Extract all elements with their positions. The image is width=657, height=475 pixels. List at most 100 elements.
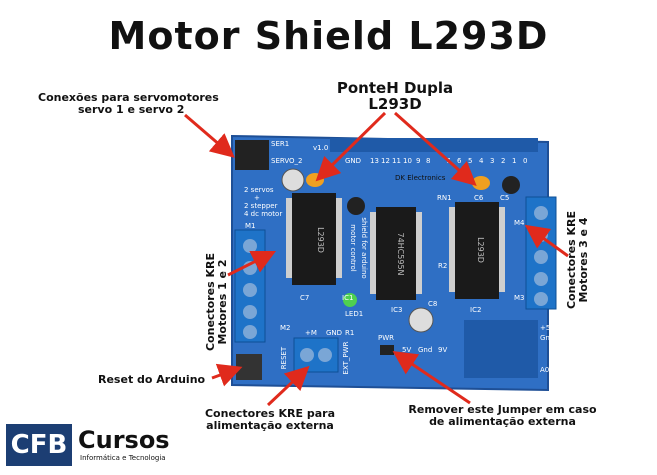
label-dk: DK Electronics (395, 174, 446, 182)
arrow-motors34 (524, 224, 569, 258)
kre-terminal-m3-m4 (525, 196, 557, 310)
chip-ic2 (455, 202, 499, 299)
chip-label-2: 74HC595N (396, 232, 405, 275)
label-ext-pwr: EXT_PWR (342, 341, 350, 374)
brand-name: Cursos (78, 426, 170, 454)
pin-11: 11 (392, 157, 401, 165)
label-rn1: RN1 (437, 194, 452, 202)
label-mode-4: 4 dc motor (244, 210, 282, 218)
label-gnd3: Gnd (540, 334, 554, 342)
label-led1: LED1 (345, 310, 363, 318)
arrow-jumper (392, 350, 471, 405)
analog-header (464, 320, 538, 378)
label-plus-m: +M (305, 329, 317, 337)
label-c7: C7 (300, 294, 309, 302)
arrows (184, 111, 569, 407)
annotation-servo-line1: Conexões para servomotores (38, 91, 219, 104)
capacitor-c6-right (472, 176, 490, 190)
chip-label-3: L293D (476, 237, 485, 263)
annotation-ponte-line1: PonteH Dupla (336, 79, 454, 97)
annotation-motors12: Conectores KRE Motores 1 e 2 (204, 237, 229, 367)
pin-5: 5 (468, 157, 472, 165)
label-shield-for-arduino: shield for arduino (360, 217, 368, 278)
label-m1: M1 (245, 222, 256, 230)
label-ic3: IC3 (391, 306, 402, 314)
brand-subtitle: Informática e Tecnologia (80, 454, 166, 462)
annotation-motors34: Conectores KRE Motores 3 e 4 (565, 195, 590, 325)
arrow-ponte-right (394, 111, 477, 186)
chip-ic1 (292, 193, 336, 285)
label-v10: v1.0 (313, 144, 328, 152)
pin-12: 12 (381, 157, 390, 165)
brand-logo: CFB Cursos Informática e Tecnologia (0, 408, 200, 475)
brand-mark: CFB (6, 424, 72, 466)
label-c5: C5 (500, 194, 509, 202)
power-jumper (380, 345, 394, 355)
label-ic2: IC2 (470, 306, 481, 314)
label-5v: 5V (402, 346, 411, 354)
capacitor-c8 (408, 307, 434, 333)
pin-13: 13 (370, 157, 379, 165)
label-m2: M2 (280, 324, 291, 332)
chip-pins (286, 198, 505, 294)
label-gnd-top: GND (345, 157, 361, 165)
annotation-ponte: PonteH Dupla L293D (300, 80, 490, 112)
chip-ic3 (376, 207, 416, 300)
label-a05: A0-5 (540, 366, 556, 374)
label-m3: M3 (514, 294, 525, 302)
annotation-reset: Reset do Arduino (98, 373, 206, 386)
annotation-motors12-line2: Motores 1 e 2 (216, 259, 229, 345)
pin-8: 8 (426, 157, 430, 165)
label-c8: C8 (428, 300, 437, 308)
capacitor-c7 (347, 197, 365, 215)
arrow-reset (211, 363, 243, 387)
annotation-servo: Conexões para servomotores servo 1 e ser… (38, 92, 268, 116)
pin-4: 4 (479, 157, 484, 165)
annotation-jumper: Remover este Jumper em caso de alimentaç… (395, 404, 610, 428)
label-9v: 9V (438, 346, 447, 354)
chip-label-1: L293D (316, 227, 325, 253)
label-motor-control: motor control (349, 224, 357, 272)
led1 (343, 293, 357, 307)
annotation-jumper-line2: de alimentação externa (429, 415, 576, 428)
label-mode-2: + (254, 194, 260, 202)
annotation-motors34-line2: Motores 3 e 4 (577, 217, 590, 303)
label-ser1: SER1 (271, 140, 289, 148)
label-gnd2: Gnd (418, 346, 432, 354)
pin-3: 3 (490, 157, 494, 165)
reset-button (236, 354, 262, 380)
label-mode-3: 2 stepper (244, 202, 278, 210)
kre-terminal-power (293, 337, 339, 373)
arrow-ext-power (266, 365, 310, 407)
pin-6: 6 (457, 157, 462, 165)
label-pwr: PWR (378, 334, 394, 342)
label-servo2: SERVO_2 (271, 157, 302, 165)
label-m4: M4 (514, 219, 525, 227)
annotation-ponte-line2: L293D (368, 95, 422, 113)
arrow-motors12 (227, 250, 277, 277)
pin-0: 0 (523, 157, 527, 165)
annotation-jumper-line1: Remover este Jumper em caso (408, 403, 597, 416)
label-r1: R1 (345, 329, 354, 337)
pin-9: 9 (416, 157, 420, 165)
servo-header (235, 140, 269, 170)
page-title: Motor Shield L293D (108, 14, 549, 58)
capacitor-c6-left (306, 173, 324, 187)
annotation-ext-power-line1: Conectores KRE para (204, 407, 335, 420)
pin-1: 1 (512, 157, 516, 165)
label-ic1: IC1 (342, 294, 353, 302)
kre-terminal-m1-m2 (234, 229, 266, 343)
arrow-servo (184, 113, 235, 158)
label-plus5: +5 (540, 324, 550, 332)
pin-2: 2 (501, 157, 505, 165)
label-gnd: GND (326, 329, 342, 337)
annotation-servo-line2: servo 1 e servo 2 (78, 103, 185, 116)
capacitor-c5b (502, 176, 520, 194)
capacitor-c5 (281, 168, 305, 192)
label-c6: C6 (474, 194, 484, 202)
annotation-ext-power-line2: alimentação externa (206, 419, 334, 432)
label-r2: R2 (438, 262, 447, 270)
arrow-ponte-left (315, 111, 387, 182)
